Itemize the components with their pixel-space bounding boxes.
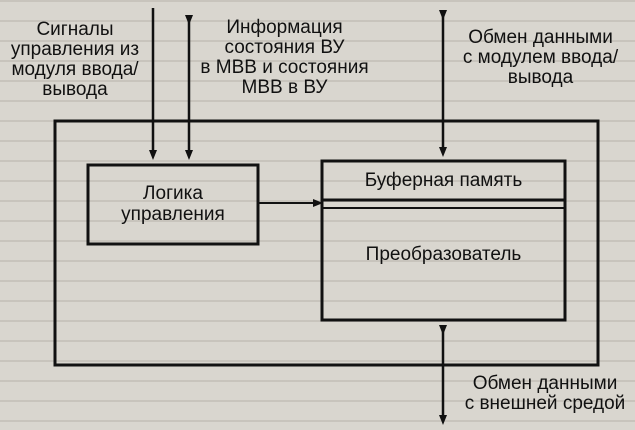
module-data-exchange-label: Обмен данными с модулем ввода/ вывода — [462, 27, 619, 88]
control-logic-label: Логика управления — [121, 183, 225, 225]
control-signals-label: Сигналы управления из модуля ввода/ выво… — [10, 19, 140, 100]
outer-device-frame — [53, 119, 600, 367]
converter-label: Преобразователь — [365, 244, 522, 265]
status-info-label: Информация состояния ВУ в МВВ и состояни… — [200, 17, 369, 98]
buffer-converter-block — [320, 159, 567, 322]
control-logic-block — [86, 163, 260, 246]
buffer-memory-label: Буферная память — [364, 170, 523, 191]
external-data-exchange-label: Обмен данными с внешней средой — [464, 373, 626, 414]
